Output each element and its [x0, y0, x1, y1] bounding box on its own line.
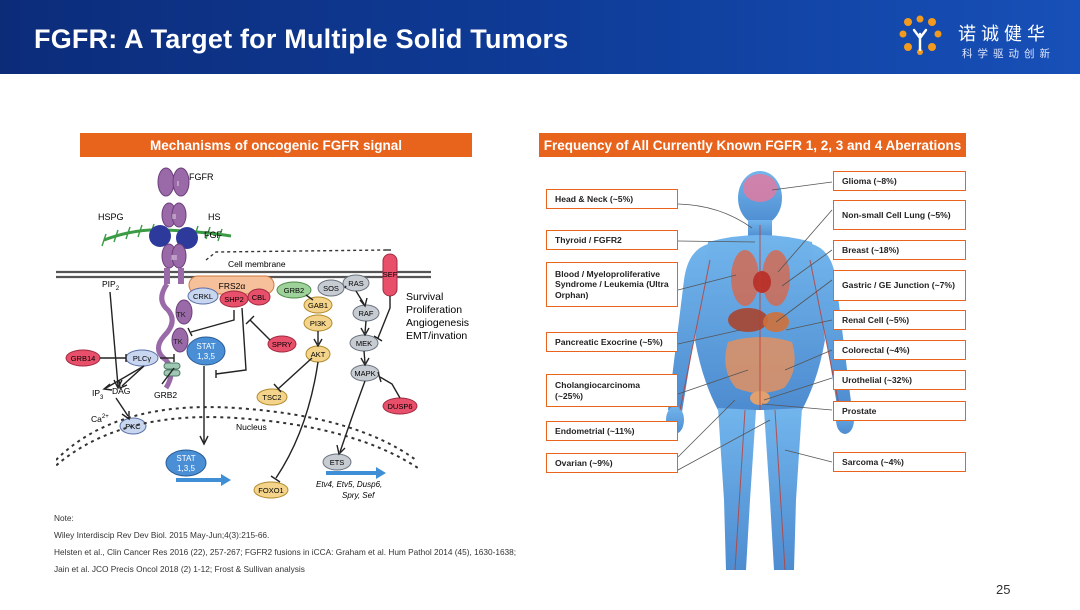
tag-breast: Breast (~18%) [833, 240, 966, 260]
label-cell-membrane: Cell membrane [228, 259, 286, 269]
notes-heading: Note: [54, 513, 74, 523]
label-mek: MEK [356, 339, 372, 348]
label-tsc2: TSC2 [262, 393, 281, 402]
label-pkc: PKC [125, 422, 141, 431]
tag-renal: Renal Cell (~5%) [833, 310, 966, 330]
brand-slogan: 科学驱动创新 [962, 48, 1055, 60]
tag-urothelial: Urothelial (~32%) [833, 370, 966, 390]
node-grb2-top [276, 281, 312, 299]
pathway-arrows [100, 285, 401, 483]
label-fgfr: FGFR [189, 172, 214, 182]
label-ras: RAS [348, 279, 363, 288]
label-frs2a: FRS2α [219, 281, 246, 291]
label-ip3: IP3 [92, 388, 104, 401]
note-line-1: Wiley Interdiscip Rev Dev Biol. 2015 May… [54, 530, 270, 540]
label-spry: SPRY [272, 340, 292, 349]
internal-organs [725, 174, 795, 405]
label-stat-lower: STAT [176, 454, 195, 463]
tag-blood: Blood / Myeloproliferative Syndrome / Le… [546, 262, 678, 307]
node-tsc2 [256, 388, 288, 406]
label-grb2-top: GRB2 [284, 286, 304, 295]
node-ets [322, 453, 352, 471]
right-panel-title: Frequency of All Currently Known FGFR 1,… [539, 133, 966, 157]
tag-cholangiocarcinoma: Cholangiocarcinoma (~25%) [546, 374, 678, 407]
tag-colorectal: Colorectal (~4%) [833, 340, 966, 360]
label-shp2: SHP2 [224, 295, 244, 304]
label-hs: HS [208, 212, 221, 222]
blood-vessels [679, 225, 841, 571]
label-outcome-survival: Survival [406, 291, 443, 303]
slide-header: FGFR: A Target for Multiple Solid Tumors… [0, 0, 1080, 74]
node-sos [317, 279, 345, 297]
label-plcg: PLCγ [133, 354, 152, 363]
label-gab1: GAB1 [308, 301, 328, 310]
node-cbl [247, 288, 271, 306]
ets-arrow [326, 467, 386, 479]
tag-nsclc: Non-small Cell Lung (~5%) [833, 200, 966, 230]
node-gab1 [303, 296, 333, 314]
label-calcium: Ca2+ [91, 414, 109, 424]
label-tk-2: TK [173, 337, 183, 346]
tag-ovarian: Ovarian (~9%) [546, 453, 678, 473]
tag-pancreatic: Pancreatic Exocrine (~5%) [546, 332, 678, 352]
label-mapk: MAPK [354, 369, 375, 378]
node-stat-lower [165, 449, 207, 477]
label-sef: SEF [383, 270, 398, 279]
label-grb14: GRB14 [71, 354, 96, 363]
tag-gastric: Gastric / GE Junction (~7%) [833, 270, 966, 301]
label-grb2-low: GRB2 [154, 390, 177, 400]
label-ii: II [172, 214, 176, 221]
node-foxo1 [253, 481, 289, 499]
node-stat-upper [186, 336, 226, 366]
label-pip2: PIP2 [102, 279, 120, 292]
references-notes: Note: Wiley Interdiscip Rev Dev Biol. 20… [54, 510, 516, 578]
tag-thyroid: Thyroid / FGFR2 [546, 230, 678, 250]
label-stat-lower-sub: 1,3,5 [177, 464, 195, 473]
stat-lower-arrow [176, 474, 231, 486]
label-sos: SOS [323, 284, 339, 293]
note-line-3: Jain et al. JCO Precis Oncol 2018 (2) 1-… [54, 564, 305, 574]
tag-head-neck: Head & Neck (~5%) [546, 189, 678, 209]
nucleus-boundary [56, 406, 417, 461]
label-akt: AKT [311, 350, 326, 359]
label-tk-1: TK [176, 310, 186, 319]
label-cbl: CBL [252, 293, 267, 302]
label-outcome-proliferation: Proliferation [406, 304, 462, 316]
tag-endometrial: Endometrial (~11%) [546, 421, 678, 441]
label-crkl: CRKL [193, 292, 213, 301]
tag-glioma: Glioma (~8%) [833, 171, 966, 191]
leader-lines [677, 181, 833, 471]
page-number: 25 [996, 582, 1011, 597]
label-i: I [177, 181, 179, 188]
label-fgf: FGF [204, 230, 222, 240]
node-crkl [187, 287, 219, 305]
label-hspg: HSPG [98, 212, 124, 222]
brand-logo-icon [899, 15, 942, 55]
label-dag: DAG [112, 386, 130, 396]
node-spry [267, 335, 297, 353]
tag-sarcoma: Sarcoma (~4%) [833, 452, 966, 472]
label-foxo1: FOXO1 [258, 486, 283, 495]
label-raf: RAF [359, 309, 374, 318]
label-pi3k: PI3K [310, 319, 326, 328]
fgfr-signaling-diagram: FGFR I II III HSPG HS FGF Cell membrane … [56, 167, 469, 500]
label-outcome-angiogenesis: Angiogenesis [406, 317, 469, 329]
brand-name: 诺诚健华 [958, 24, 1050, 44]
label-iii: III [171, 255, 177, 262]
label-stat-upper-sub: 1,3,5 [197, 352, 215, 361]
slide-title: FGFR: A Target for Multiple Solid Tumors [34, 24, 569, 54]
label-outcome-emt: EMT/invation [406, 330, 467, 342]
label-nucleus: Nucleus [236, 422, 267, 432]
label-ets: ETS [330, 458, 345, 467]
note-line-2: Helsten et al., Clin Cancer Res 2016 (22… [54, 547, 517, 557]
label-stat-upper: STAT [196, 342, 215, 351]
tag-prostate: Prostate [833, 401, 966, 421]
label-dusp6: DUSP6 [387, 402, 412, 411]
label-ets-targets-2: Spry, Sef [342, 491, 375, 500]
fgfr-receptor [149, 167, 198, 390]
label-ets-targets-1: Etv4, Etv5, Dusp6, [316, 480, 382, 489]
left-panel-title: Mechanisms of oncogenic FGFR signal [80, 133, 472, 157]
human-body-illustration [666, 171, 854, 571]
dotted-link-line [205, 249, 387, 261]
